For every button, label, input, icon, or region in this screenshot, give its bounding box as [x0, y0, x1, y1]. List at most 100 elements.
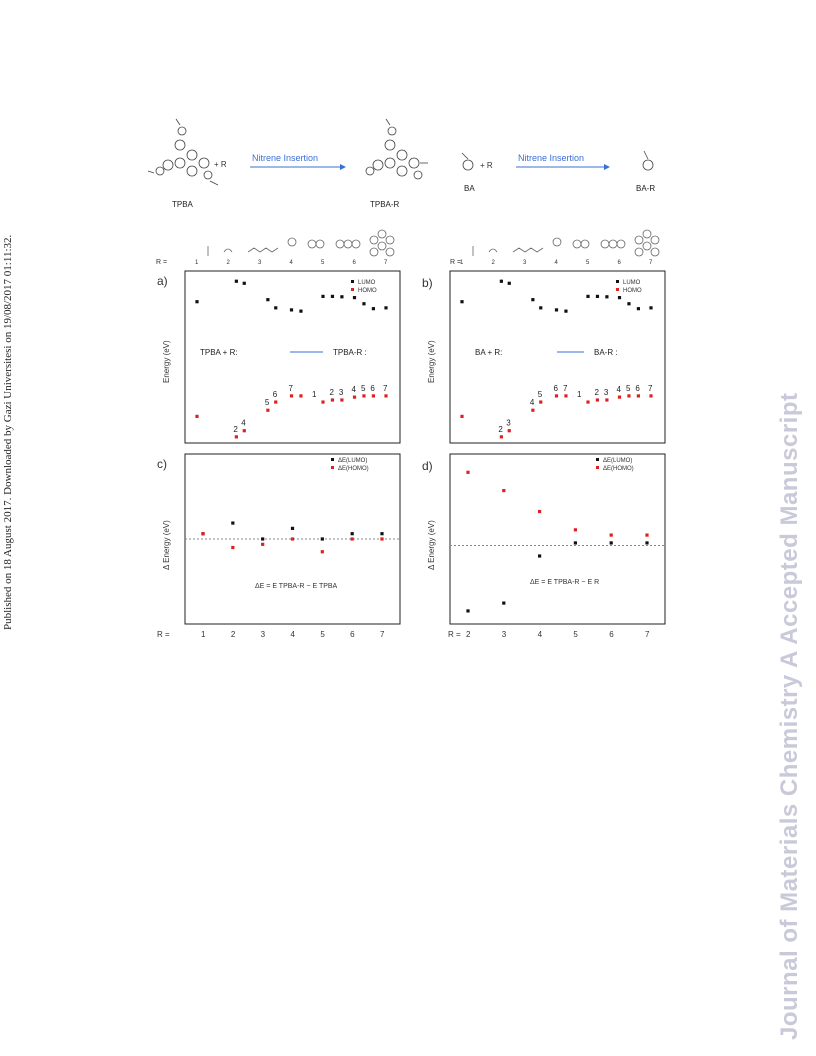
delta-lumo-point	[573, 541, 577, 545]
lumo-point	[234, 279, 238, 283]
lumo-point	[274, 306, 278, 310]
right-label-b: BA-R :	[594, 348, 618, 357]
chart-panel-d: d) Δ Energy (eV) R = ΔE = E TPBA-R − E R…	[422, 453, 666, 639]
r-tick-label: 1	[460, 260, 464, 266]
lumo-point	[352, 296, 357, 300]
lumo-point	[507, 281, 511, 285]
scheme-ba-r-label: BA-R	[636, 184, 655, 193]
point-label: 7	[648, 384, 653, 393]
point-label: 6	[554, 384, 559, 393]
delta-homo-point	[290, 537, 295, 541]
delta-homo-point	[645, 533, 649, 537]
lumo-point	[605, 295, 609, 299]
r-tick-label: 1	[195, 260, 199, 266]
point-label: 3	[604, 388, 609, 397]
x-tick-label: 4	[291, 630, 296, 639]
lumo-point	[460, 300, 464, 304]
point-label: 6	[273, 390, 278, 399]
scheme-tpba-r-label: TPBA-R	[370, 200, 400, 209]
lumo-point	[340, 295, 344, 299]
r-tick-label: 2	[227, 260, 231, 266]
point-label: 1	[312, 390, 317, 399]
r-structures-left	[207, 229, 395, 257]
x-tick-label: 5	[573, 630, 578, 639]
delta-lumo-point	[502, 601, 506, 605]
lumo-point	[649, 306, 653, 310]
r-row-label-b: R =	[450, 259, 461, 266]
x-tick-label: 4	[538, 630, 543, 639]
r-row-label-a: R =	[156, 259, 167, 266]
delta-homo-point	[573, 528, 577, 532]
homo-point	[499, 435, 503, 439]
homo-point	[460, 414, 464, 418]
point-label: 5	[626, 384, 631, 393]
homo-point	[266, 408, 270, 412]
point-label: 2	[233, 425, 238, 434]
point-label: 7	[289, 384, 294, 393]
scheme-right-plus: + R	[480, 161, 493, 170]
lumo-point	[586, 294, 590, 298]
delta-lumo-point	[320, 537, 324, 541]
point-label: 5	[538, 390, 543, 399]
delta-lumo-point	[350, 532, 354, 536]
panel-letter-b: b)	[422, 276, 433, 290]
homo-point	[299, 394, 303, 398]
point-label: 1	[577, 390, 582, 399]
legend-marker	[596, 458, 599, 461]
r-tick-label: 5	[321, 260, 325, 266]
chart-panel-c: c) Δ Energy (eV) R = ΔE = E TPBA-R − E T…	[157, 453, 401, 639]
point-label: 4	[241, 419, 246, 428]
homo-point	[649, 394, 653, 398]
point-label: 5	[361, 384, 366, 393]
publication-note: Published on 18 August 2017. Downloaded …	[2, 234, 14, 630]
delta-homo-point	[201, 532, 205, 536]
lumo-point	[617, 296, 622, 300]
delta-homo-point	[609, 533, 613, 537]
ylabel-d: Δ Energy (eV)	[427, 520, 436, 570]
ba-structure	[461, 152, 474, 171]
right-label-a: TPBA-R :	[333, 348, 367, 357]
legend-marker	[616, 280, 619, 283]
plot-frame-d	[449, 453, 666, 625]
point-label: 6	[370, 384, 375, 393]
delta-lumo-point	[645, 541, 649, 545]
marks-c	[185, 521, 400, 554]
delta-homo-point	[502, 489, 506, 493]
lumo-point	[299, 309, 303, 313]
lumo-point	[554, 308, 559, 312]
x-tick-label: 1	[201, 630, 206, 639]
legend-label: ΔE(LUMO)	[603, 458, 632, 464]
homo-point	[289, 394, 294, 398]
x-tick-label: 5	[320, 630, 325, 639]
delta-lumo-point	[261, 537, 265, 541]
legend-label: HOMO	[623, 288, 642, 294]
r-tick-label: 3	[523, 260, 527, 266]
legend-marker	[331, 466, 334, 469]
legend-c: ΔE(LUMO)ΔE(HOMO)	[331, 458, 369, 472]
point-label: 4	[352, 385, 357, 394]
homo-point	[586, 400, 590, 404]
lumo-point	[242, 281, 246, 285]
scheme-left-arrowhead	[340, 164, 346, 170]
journal-watermark: Journal of Materials Chemistry A Accepte…	[776, 392, 803, 1040]
x-tick-label: 2	[466, 630, 471, 639]
legend-d: ΔE(LUMO)ΔE(HOMO)	[596, 458, 634, 472]
homo-point	[617, 395, 622, 399]
legend-label: LUMO	[358, 280, 376, 286]
homo-point	[195, 414, 199, 418]
delta-homo-point	[231, 545, 235, 550]
point-label: 2	[594, 388, 599, 397]
homo-point	[274, 400, 278, 404]
delta-homo-point	[466, 470, 470, 474]
xlabel-d: R =	[448, 630, 461, 639]
tpba-structure	[147, 118, 219, 186]
lumo-point	[499, 279, 503, 283]
lumo-point	[636, 307, 640, 311]
homo-point	[564, 394, 568, 398]
r-tick-label: 7	[649, 260, 653, 266]
r-tick-label: 6	[618, 260, 622, 266]
scheme-tpba-label: TPBA	[172, 200, 194, 209]
